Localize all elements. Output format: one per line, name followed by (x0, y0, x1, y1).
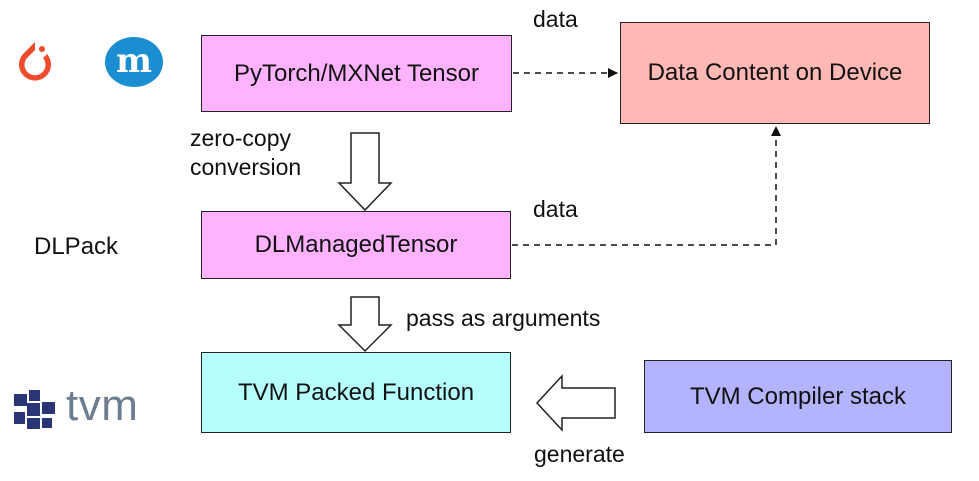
data-content-on-device-box: Data Content on Device (620, 22, 930, 124)
pytorch-mxnet-tensor-label: PyTorch/MXNet Tensor (234, 59, 479, 87)
hollow-down-arrow-zero-copy (337, 132, 393, 212)
pytorch-mxnet-tensor-box: PyTorch/MXNet Tensor (201, 35, 512, 112)
tvm-logo-icon: tvm (12, 381, 147, 432)
tvm-logo-text: tvm (66, 381, 139, 430)
tvm-packed-function-box: TVM Packed Function (201, 352, 511, 433)
generate-label: generate (534, 441, 625, 467)
dl-managed-tensor-box: DLManagedTensor (201, 211, 511, 279)
zero-copy-conversion-label: zero-copy conversion (190, 124, 301, 183)
dlpack-label: DLPack (34, 233, 119, 260)
hollow-left-arrow-generate (535, 374, 616, 432)
data-content-on-device-label: Data Content on Device (647, 59, 903, 86)
mxnet-logo-glyph: m (116, 41, 152, 81)
data-label-top: data (533, 6, 578, 32)
pytorch-logo-icon (10, 36, 60, 86)
zero-copy-line1: zero-copy (190, 125, 291, 151)
tvm-compiler-stack-box: TVM Compiler stack (644, 360, 952, 433)
pass-as-arguments-label: pass as arguments (406, 305, 601, 331)
mxnet-logo-icon: m (104, 36, 164, 88)
dashed-arrow-dlm-to-device (512, 126, 781, 246)
data-label-middle: data (533, 196, 578, 222)
tvm-compiler-stack-label: TVM Compiler stack (689, 382, 907, 410)
dl-managed-tensor-label: DLManagedTensor (254, 231, 458, 258)
tvm-packed-function-label: TVM Packed Function (237, 378, 475, 406)
zero-copy-line2: conversion (190, 154, 302, 181)
hollow-down-arrow-pass-args (337, 296, 393, 353)
